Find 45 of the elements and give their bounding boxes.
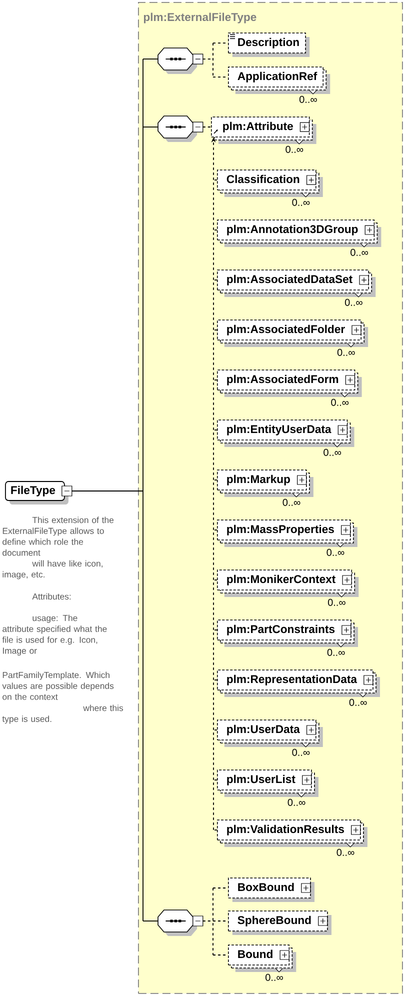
multiplicity-label: 0..∞ (349, 698, 367, 706)
connector-line (212, 920, 228, 922)
element-box: plm:Markup (217, 470, 314, 497)
multiplicity-label: 0..∞ (331, 398, 349, 406)
element-box: plm:AssociatedForm (217, 370, 362, 397)
annotation-text: will have like icon, image, etc. (2, 560, 102, 580)
annotation-text: Attributes: (32, 593, 71, 600)
connector-line (202, 888, 214, 956)
element-box: plm:UserList (217, 770, 318, 797)
connector-line (142, 58, 158, 60)
multiplicity-label: 0..∞ (344, 298, 362, 306)
connector-line (71, 58, 144, 922)
multiplicity-label: 0..∞ (324, 448, 342, 456)
annotation-text: usage: The attribute specified what the file is used for e.g. Icon, Image or (2, 614, 107, 656)
element-box: plm:MonikerContext (217, 570, 359, 597)
connector-line (142, 920, 158, 922)
element-box: plm:RepresentationData (217, 670, 380, 697)
multiplicity-label: 0..∞ (292, 198, 310, 206)
connector-line (212, 76, 228, 78)
connector-line (142, 126, 158, 128)
connector-line (202, 126, 212, 128)
multiplicity-label: 0..∞ (337, 348, 355, 356)
multiplicity-label: 0..∞ (328, 598, 346, 606)
multiplicity-label: 0..∞ (282, 498, 300, 506)
connector-line (212, 954, 228, 956)
multiplicity-label: 0..∞ (292, 748, 310, 756)
element-box: plm:Annotation3DGroup (217, 220, 382, 247)
element-box: plm:AssociatedDataSet (217, 270, 376, 297)
element-box: plm:EntityUserData (217, 420, 354, 447)
element-box: plm:MassProperties (217, 520, 358, 547)
connector-line (212, 42, 228, 44)
multiplicity-label: 0..∞ (326, 548, 344, 556)
multiplicity-label: 0..∞ (350, 248, 368, 256)
element-box: plm:ValidationResults (217, 820, 368, 847)
multiplicity-label: 0..∞ (286, 146, 304, 153)
element-box: plm:AssociatedFolder (217, 320, 368, 347)
connector-line (202, 42, 214, 78)
multiplicity-label: 0..∞ (336, 848, 354, 856)
element-box: ApplicationRef (228, 66, 330, 94)
multiplicity-label: 0..∞ (288, 798, 306, 806)
multiplicity-label: 0..∞ (327, 648, 345, 656)
multiplicity-label: 0..∞ (266, 974, 283, 981)
element-box: plm:PartConstraints (217, 620, 358, 647)
multiplicity-label: 0..∞ (299, 96, 317, 103)
annotation-text: where this type is used. (2, 704, 123, 724)
